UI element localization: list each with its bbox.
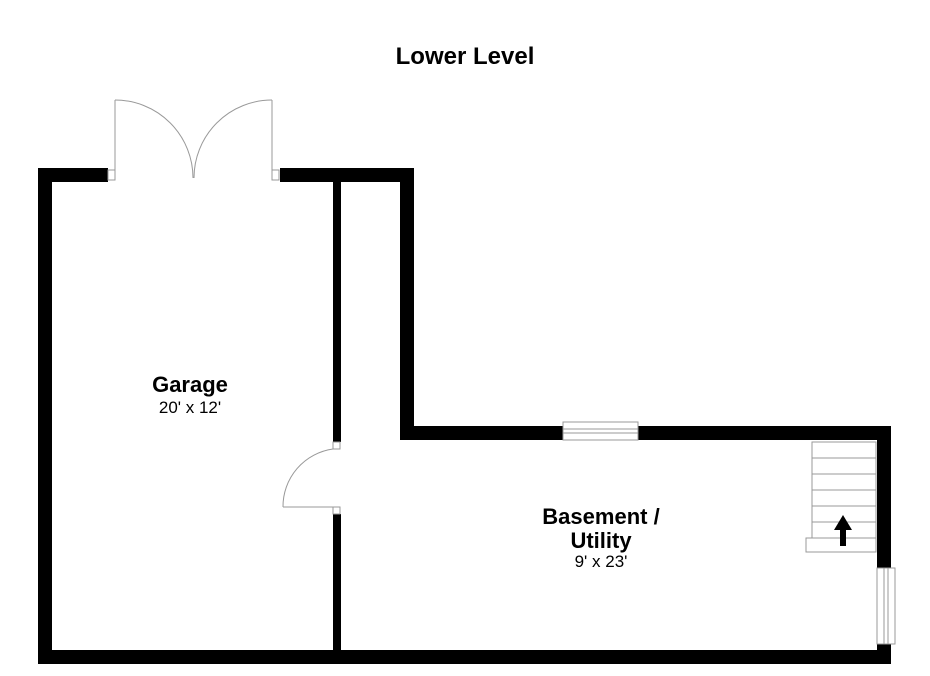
wall-passage-right: [400, 168, 414, 440]
floor-title: Lower Level: [396, 43, 535, 70]
window-basement-right: [876, 567, 896, 645]
garage-double-door: [107, 99, 280, 181]
wall-basement-top-right: [638, 426, 891, 440]
wall-divider-lower: [333, 514, 341, 650]
wall-top-left: [38, 168, 108, 182]
door-swing-right: [193, 99, 273, 179]
room-dimensions-garage: 20' x 12': [159, 398, 221, 417]
door-jamb-left: [107, 169, 116, 181]
room-label-basement-line2: Utility: [570, 528, 632, 553]
door-jamb-right: [271, 169, 280, 181]
wall-bottom: [38, 650, 891, 664]
wall-basement-right-upper: [877, 426, 891, 568]
window-basement-top: [562, 421, 639, 441]
room-dimensions-basement: 9' x 23': [575, 552, 628, 571]
wall-top-right: [280, 168, 414, 182]
interior-door: [282, 441, 341, 515]
stair-up-arrow-icon: [834, 515, 852, 546]
wall-basement-top-left: [400, 426, 563, 440]
interior-door-jamb-top: [332, 441, 341, 450]
door-swing-left: [114, 99, 194, 179]
room-label-basement-line1: Basement /: [542, 504, 659, 529]
room-label-garage: Garage: [152, 372, 228, 397]
interior-door-jamb-bottom: [332, 506, 341, 515]
walls: [38, 168, 891, 664]
wall-divider-upper: [333, 182, 341, 442]
interior-door-swing: [282, 448, 334, 508]
wall-garage-left: [38, 168, 52, 664]
